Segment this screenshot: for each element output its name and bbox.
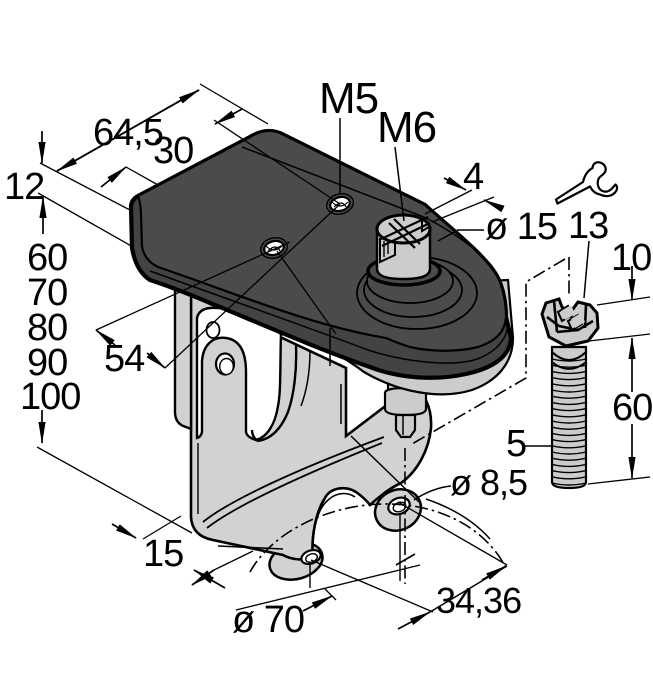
svg-text:15: 15: [143, 533, 183, 575]
svg-text:60: 60: [612, 387, 652, 429]
svg-text:34,36: 34,36: [436, 580, 521, 621]
svg-text:60: 60: [27, 237, 67, 279]
svg-text:ø 15: ø 15: [485, 206, 557, 248]
svg-text:5: 5: [506, 423, 526, 465]
svg-text:70: 70: [27, 272, 67, 314]
svg-text:64,5: 64,5: [93, 112, 163, 154]
svg-text:90: 90: [27, 342, 67, 384]
svg-text:4: 4: [463, 156, 484, 198]
svg-text:100: 100: [20, 376, 80, 418]
svg-text:M6: M6: [377, 103, 436, 152]
svg-text:30: 30: [153, 130, 193, 172]
svg-text:80: 80: [27, 307, 67, 349]
svg-text:ø 8,5: ø 8,5: [450, 462, 527, 503]
svg-text:10: 10: [611, 237, 651, 279]
svg-text:12: 12: [4, 166, 44, 208]
svg-text:54: 54: [104, 338, 145, 380]
svg-text:M5: M5: [319, 74, 378, 123]
svg-text:ø 70: ø 70: [232, 599, 304, 641]
svg-text:13: 13: [568, 205, 608, 247]
